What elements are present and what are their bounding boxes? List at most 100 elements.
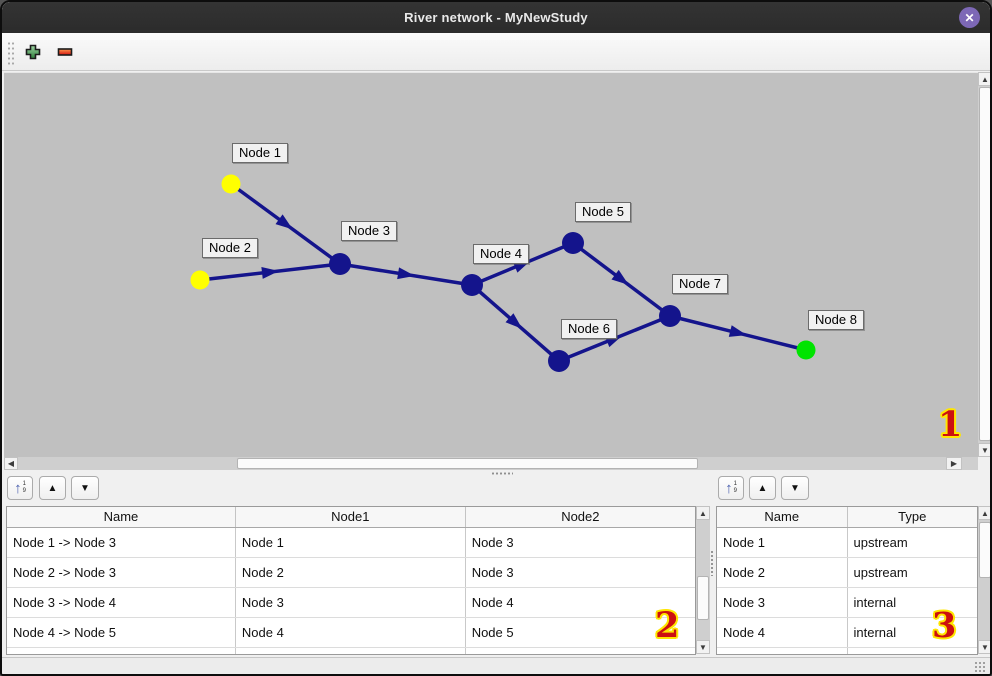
reaches-move-down-button[interactable]: ▼ xyxy=(71,476,99,500)
title-bar: River network - MyNewStudy ✕ xyxy=(2,2,990,33)
scroll-left-icon: ◀ xyxy=(7,459,15,468)
table-cell xyxy=(847,647,977,654)
canvas-horizontal-scrollbar[interactable]: ◀ ▶ xyxy=(4,457,978,470)
toolbar-drag-handle[interactable] xyxy=(7,41,15,65)
reaches-move-up-button[interactable]: ▲ xyxy=(39,476,66,500)
flow-direction-arrow-icon xyxy=(505,313,523,329)
node-label[interactable]: Node 6 xyxy=(561,319,617,339)
table-cell xyxy=(235,647,466,654)
main-toolbar xyxy=(2,33,990,71)
table-cell: Node 3 xyxy=(235,587,466,618)
canvas-vertical-scrollbar[interactable]: ▲ ▼ xyxy=(978,72,990,457)
scroll-down-icon: ▼ xyxy=(981,642,989,652)
node-label[interactable]: Node 2 xyxy=(202,238,258,258)
flow-direction-arrow-icon xyxy=(611,269,629,285)
scroll-up-icon: ▲ xyxy=(981,508,989,518)
table-cell: Node 1 xyxy=(235,527,466,558)
vertical-scroll-thumb[interactable] xyxy=(979,87,990,441)
close-icon: ✕ xyxy=(964,10,975,25)
table-cell: internal xyxy=(847,617,977,648)
vertical-scroll-thumb[interactable] xyxy=(979,522,990,578)
vertical-scroll-thumb[interactable] xyxy=(697,576,709,620)
node-label[interactable]: Node 5 xyxy=(575,202,631,222)
network-node[interactable] xyxy=(548,350,570,372)
node-label[interactable]: Node 3 xyxy=(341,221,397,241)
node-label[interactable]: Node 1 xyxy=(232,143,288,163)
window-title: River network - MyNewStudy xyxy=(404,10,588,25)
annotation-step-2: 2 xyxy=(655,605,680,646)
node-label[interactable]: Node 8 xyxy=(808,310,864,330)
scroll-up-button[interactable]: ▲ xyxy=(696,506,710,520)
table-cell: Node 3 xyxy=(465,557,695,588)
vertical-splitter-grip-icon[interactable] xyxy=(710,550,714,576)
river-network-canvas[interactable]: Node 1 Node 2 Node 3 Node 4 Node 5 Node 6 Node… xyxy=(4,72,978,457)
table-cell: upstream xyxy=(847,557,977,588)
table-cell xyxy=(717,647,848,654)
table-cell xyxy=(7,647,236,654)
column-header[interactable]: Name xyxy=(717,507,848,528)
node-label[interactable]: Node 7 xyxy=(672,274,728,294)
network-node[interactable] xyxy=(659,305,681,327)
reaches-table-scrollbar[interactable]: ▲ ▼ xyxy=(696,506,710,654)
scroll-down-icon: ▼ xyxy=(699,642,707,652)
network-node[interactable] xyxy=(796,340,816,360)
close-button[interactable]: ✕ xyxy=(959,7,980,28)
table-cell: Node 1 -> Node 3 xyxy=(7,527,236,558)
add-node-icon xyxy=(25,44,41,60)
network-node[interactable] xyxy=(329,253,351,275)
table-cell: internal xyxy=(847,587,977,618)
table-cell xyxy=(465,647,695,654)
flow-direction-arrow-icon xyxy=(275,214,293,230)
scroll-down-button[interactable]: ▼ xyxy=(978,443,990,457)
column-header[interactable]: Name xyxy=(7,507,236,528)
column-header[interactable]: Node2 xyxy=(465,507,695,528)
network-node[interactable] xyxy=(221,174,241,194)
scroll-left-button[interactable]: ◀ xyxy=(4,457,18,470)
table-cell: Node 2 xyxy=(717,557,848,588)
column-header[interactable]: Node1 xyxy=(235,507,466,528)
scroll-up-button[interactable]: ▲ xyxy=(978,506,990,520)
table-cell: Node 3 xyxy=(465,527,695,558)
horizontal-splitter[interactable] xyxy=(4,470,978,476)
nodes-table-scrollbar[interactable]: ▲ ▼ xyxy=(978,506,990,654)
table-cell: upstream xyxy=(847,527,977,558)
nodes-move-down-button[interactable]: ▼ xyxy=(781,476,809,500)
nodes-move-up-button[interactable]: ▲ xyxy=(749,476,776,500)
network-node[interactable] xyxy=(190,270,210,290)
column-header[interactable]: Type xyxy=(847,507,977,528)
flow-direction-arrow-icon xyxy=(728,325,747,337)
network-node[interactable] xyxy=(562,232,584,254)
horizontal-scroll-thumb[interactable] xyxy=(237,458,698,469)
scroll-down-button[interactable]: ▼ xyxy=(978,640,990,654)
remove-node-button[interactable] xyxy=(52,39,78,65)
node-label[interactable]: Node 4 xyxy=(473,244,529,264)
move-up-icon: ▲ xyxy=(47,482,58,494)
scroll-right-button[interactable]: ▶ xyxy=(946,457,962,470)
scroll-down-button[interactable]: ▼ xyxy=(696,640,710,654)
flow-direction-arrow-icon xyxy=(397,267,415,280)
move-up-icon: ▲ xyxy=(757,482,768,494)
table-cell: Node 3 xyxy=(717,587,848,618)
scroll-up-button[interactable]: ▲ xyxy=(978,72,990,86)
network-node[interactable] xyxy=(461,274,483,296)
add-node-button[interactable] xyxy=(20,39,46,65)
empty-row xyxy=(717,647,977,654)
scroll-up-icon: ▲ xyxy=(981,74,989,84)
resize-grip-icon[interactable] xyxy=(974,661,986,673)
move-down-icon: ▼ xyxy=(790,482,800,494)
splitter-grip-icon xyxy=(491,472,513,475)
